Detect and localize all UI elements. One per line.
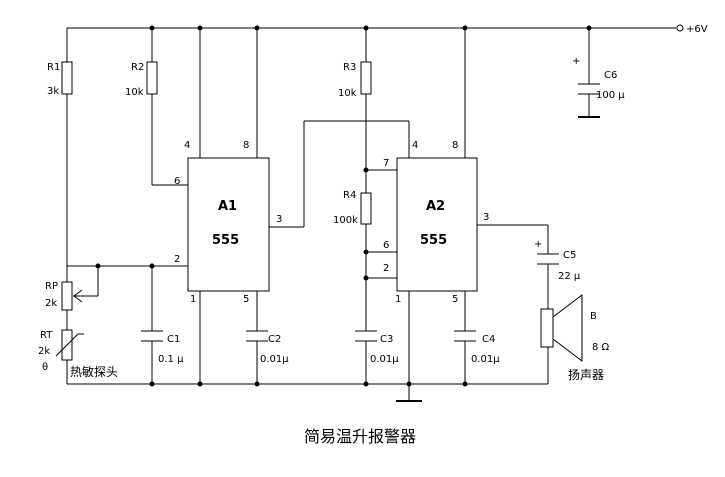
resistor-r4: R4 100k [333, 190, 372, 226]
c6-value: 100 μ [596, 90, 625, 101]
rp-value: 2k [45, 298, 57, 309]
rt-symbol: θ [42, 362, 48, 373]
a2-name: A2 [426, 199, 445, 214]
a1-name: A1 [218, 199, 237, 214]
speaker-value: 8 Ω [592, 342, 610, 353]
a2-pin6: 6 [383, 240, 389, 251]
a2-pin8: 8 [452, 140, 458, 151]
resistor-r2: R2 10k [125, 61, 158, 98]
c5-value: 22 μ [558, 271, 581, 282]
rp-name: RP [45, 281, 58, 292]
a2-pin7: 7 [383, 158, 389, 169]
rt-name: RT [40, 330, 53, 341]
a1-pin8: 8 [243, 140, 249, 151]
speaker-caption: 扬声器 [568, 367, 604, 382]
a2-pin2: 2 [383, 263, 389, 274]
a2-type: 555 [420, 233, 447, 248]
a1-type: 555 [212, 233, 239, 248]
capacitor-c1: C1 0.1 μ [141, 330, 184, 365]
c2-value: 0.01μ [260, 354, 289, 365]
rt-caption: 热敏探头 [70, 364, 118, 379]
c5-name: C5 [563, 250, 576, 261]
capacitor-c3: C3 0.01μ [355, 330, 399, 365]
resistor-r3: R3 10k [338, 61, 372, 99]
power-label: +6V [686, 24, 708, 35]
r1-value: 3k [47, 86, 59, 97]
thermistor-rt: RT 2k θ 热敏探头 [38, 329, 118, 379]
chip-a1: A1 555 4 8 6 2 3 1 5 [174, 140, 282, 305]
capacitor-c6: + C6 100 μ [572, 56, 625, 118]
chip-a2: A2 555 7 4 8 6 2 3 1 5 [383, 140, 489, 305]
r3-value: 10k [338, 88, 357, 99]
r4-value: 100k [333, 215, 358, 226]
a1-pin3: 3 [276, 214, 282, 225]
resistor-r1: R1 3k [47, 61, 73, 97]
capacitor-c2: C2 0.01μ [246, 330, 289, 365]
a2-pin5: 5 [452, 294, 458, 305]
r2-value: 10k [125, 87, 144, 98]
c1-name: C1 [167, 334, 180, 345]
capacitor-c5: + C5 22 μ [534, 239, 581, 282]
r1-name: R1 [47, 62, 60, 73]
c4-name: C4 [482, 334, 495, 345]
a1-pin1: 1 [190, 294, 196, 305]
c3-value: 0.01μ [370, 354, 399, 365]
r3-name: R3 [343, 62, 356, 73]
a1-pin4: 4 [184, 140, 190, 151]
c6-polarity: + [572, 56, 580, 67]
speaker-b: B 8 Ω 扬声器 [540, 293, 610, 382]
r4-name: R4 [343, 190, 356, 201]
a2-pin1: 1 [395, 294, 401, 305]
a1-pin2: 2 [174, 254, 180, 265]
speaker-name: B [590, 311, 597, 322]
capacitor-c4: C4 0.01μ [454, 330, 500, 365]
ground-symbol [396, 395, 422, 402]
c6-name: C6 [604, 70, 617, 81]
power-terminal: +6V [676, 24, 708, 35]
r2-name: R2 [131, 62, 144, 73]
potentiometer-rp: RP 2k [45, 281, 84, 311]
a2-pin4: 4 [412, 140, 418, 151]
a2-pin3: 3 [483, 212, 489, 223]
a1-pin5: 5 [243, 294, 249, 305]
c4-value: 0.01μ [471, 354, 500, 365]
a1-pin6: 6 [174, 176, 180, 187]
c3-name: C3 [380, 334, 393, 345]
c2-name: C2 [268, 334, 281, 345]
diagram-title: 简易温升报警器 [304, 427, 416, 446]
c1-value: 0.1 μ [158, 354, 184, 365]
junction-dots [95, 25, 592, 387]
c5-polarity: + [534, 239, 542, 250]
rt-value: 2k [38, 346, 50, 357]
